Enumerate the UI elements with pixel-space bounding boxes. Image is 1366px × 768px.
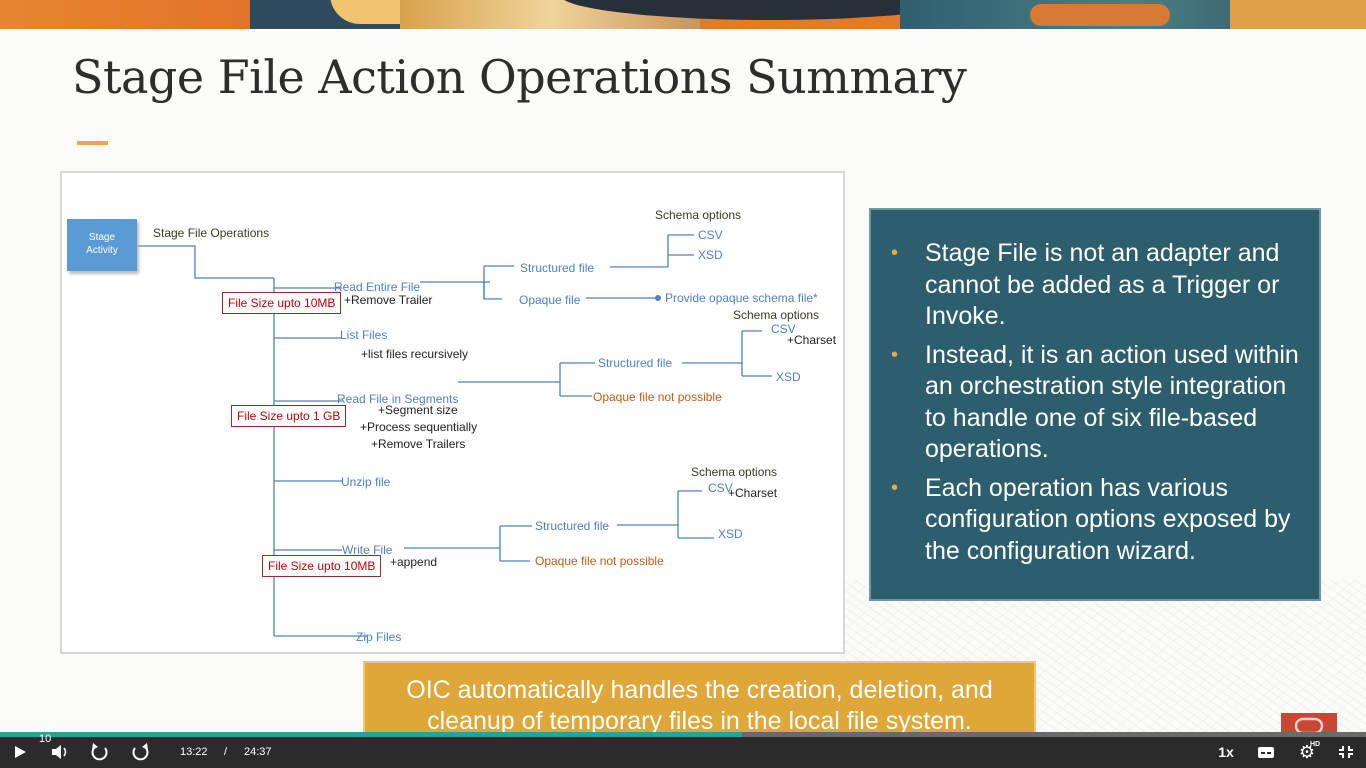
player-controls <box>0 737 1366 768</box>
op-read-file-in-segments: Read File in Segments <box>337 392 459 406</box>
exit-fullscreen-icon <box>1339 746 1353 758</box>
rewind-button[interactable] <box>88 741 112 768</box>
bullet-list: • Stage File is not an adapter and cannot… <box>891 238 1301 567</box>
op-read-entire-file: Read Entire File <box>334 280 421 294</box>
seg-structured-file: Structured file <box>598 356 673 370</box>
bullet-dot-icon: • <box>891 242 899 264</box>
forward-icon <box>132 743 149 761</box>
option-append: +append <box>390 555 438 569</box>
bullet-item: • Instead, it is an action used within an… <box>891 340 1301 466</box>
re-structured-file: Structured file <box>520 261 595 275</box>
re-xsd: XSD <box>698 248 723 262</box>
re-provide-opaque: Provide opaque schema file* <box>665 291 818 305</box>
captions-button[interactable] <box>1254 741 1278 768</box>
option-remove-trailers: +Remove Trailers <box>371 437 466 451</box>
duration: 24:37 <box>244 746 272 758</box>
seg-csv: CSV <box>771 322 796 336</box>
play-icon <box>15 746 26 758</box>
bullet-dot-icon: • <box>891 343 899 366</box>
exit-fullscreen-button[interactable] <box>1334 741 1358 768</box>
hd-badge: HD <box>1310 741 1321 748</box>
volume-button[interactable] <box>48 741 72 768</box>
slide-title: Stage File Action Operations Summary <box>72 50 967 104</box>
op-zip-files: Zip Files <box>356 630 402 644</box>
op-list-files: List Files <box>340 328 388 342</box>
current-time: 13:22 <box>180 746 208 758</box>
wr-opaque-not-possible: Opaque file not possible <box>535 554 664 568</box>
seg-opaque-not-possible: Opaque file not possible <box>593 390 722 404</box>
bullet-item: • Each operation has various configuratio… <box>891 473 1301 568</box>
captions-icon <box>1258 747 1274 758</box>
chapter-number: 10 <box>39 733 52 745</box>
size-limit-write: File Size upto 10MB <box>262 555 382 577</box>
info-panel: • Stage File is not an adapter and cannot… <box>869 208 1321 601</box>
bullet-text: Stage File is not an adapter and cannot … <box>925 239 1280 330</box>
wr-csv: CSV <box>708 481 733 495</box>
title-accent-bar <box>77 141 108 145</box>
bullet-text: Instead, it is an action used within an … <box>925 340 1299 464</box>
gear-icon: ⚙ <box>1298 742 1316 762</box>
stage-activity-box: Stage Activity <box>67 219 137 271</box>
forward-button[interactable] <box>128 741 152 768</box>
wr-structured-file: Structured file <box>535 519 610 533</box>
size-limit-read-segments: File Size upto 1 GB <box>231 405 347 427</box>
op-write-file: Write File <box>342 543 393 557</box>
diagram-connectors <box>137 234 772 637</box>
stage-activity-line2: Activity <box>86 245 118 256</box>
wr-schema-options: Schema options <box>691 465 778 479</box>
re-opaque-file: Opaque file <box>519 293 581 307</box>
operations-diagram: Stage Activity Stage File Operations Rea… <box>60 171 845 654</box>
re-schema-options: Schema options <box>655 208 742 222</box>
wr-xsd: XSD <box>718 527 743 541</box>
option-remove-trailer: +Remove Trailer <box>344 293 433 307</box>
settings-button[interactable]: ⚙ HD <box>1294 741 1320 765</box>
caption-box: OIC automatically handles the creation, … <box>363 661 1036 739</box>
option-process-sequentially: +Process sequentially <box>360 420 478 434</box>
op-unzip-file: Unzip file <box>341 475 391 489</box>
bullet-item: • Stage File is not an adapter and cannot… <box>891 238 1301 333</box>
wr-charset: +Charset <box>728 486 778 500</box>
stage-activity-line1: Stage <box>88 232 116 243</box>
time-separator: / <box>224 746 228 758</box>
play-button[interactable] <box>8 741 32 768</box>
re-csv: CSV <box>698 228 723 242</box>
volume-icon <box>52 745 67 759</box>
rewind-icon <box>91 743 108 761</box>
bullet-dot-icon: • <box>891 476 899 499</box>
option-segment-size: +Segment size <box>378 403 458 417</box>
seg-charset: +Charset <box>787 333 837 347</box>
seg-xsd: XSD <box>776 370 801 384</box>
root-label: Stage File Operations <box>153 226 270 240</box>
bullet-text: Each operation has various configuration… <box>925 473 1291 565</box>
size-limit-read-entire: File Size upto 10MB <box>222 292 342 314</box>
playback-speed-button[interactable]: 1x <box>1218 744 1234 760</box>
option-list-recursive: +list files recursively <box>361 347 469 361</box>
decorative-banner <box>0 0 1366 29</box>
seg-schema-options: Schema options <box>733 308 820 322</box>
progress-fill <box>0 732 742 737</box>
